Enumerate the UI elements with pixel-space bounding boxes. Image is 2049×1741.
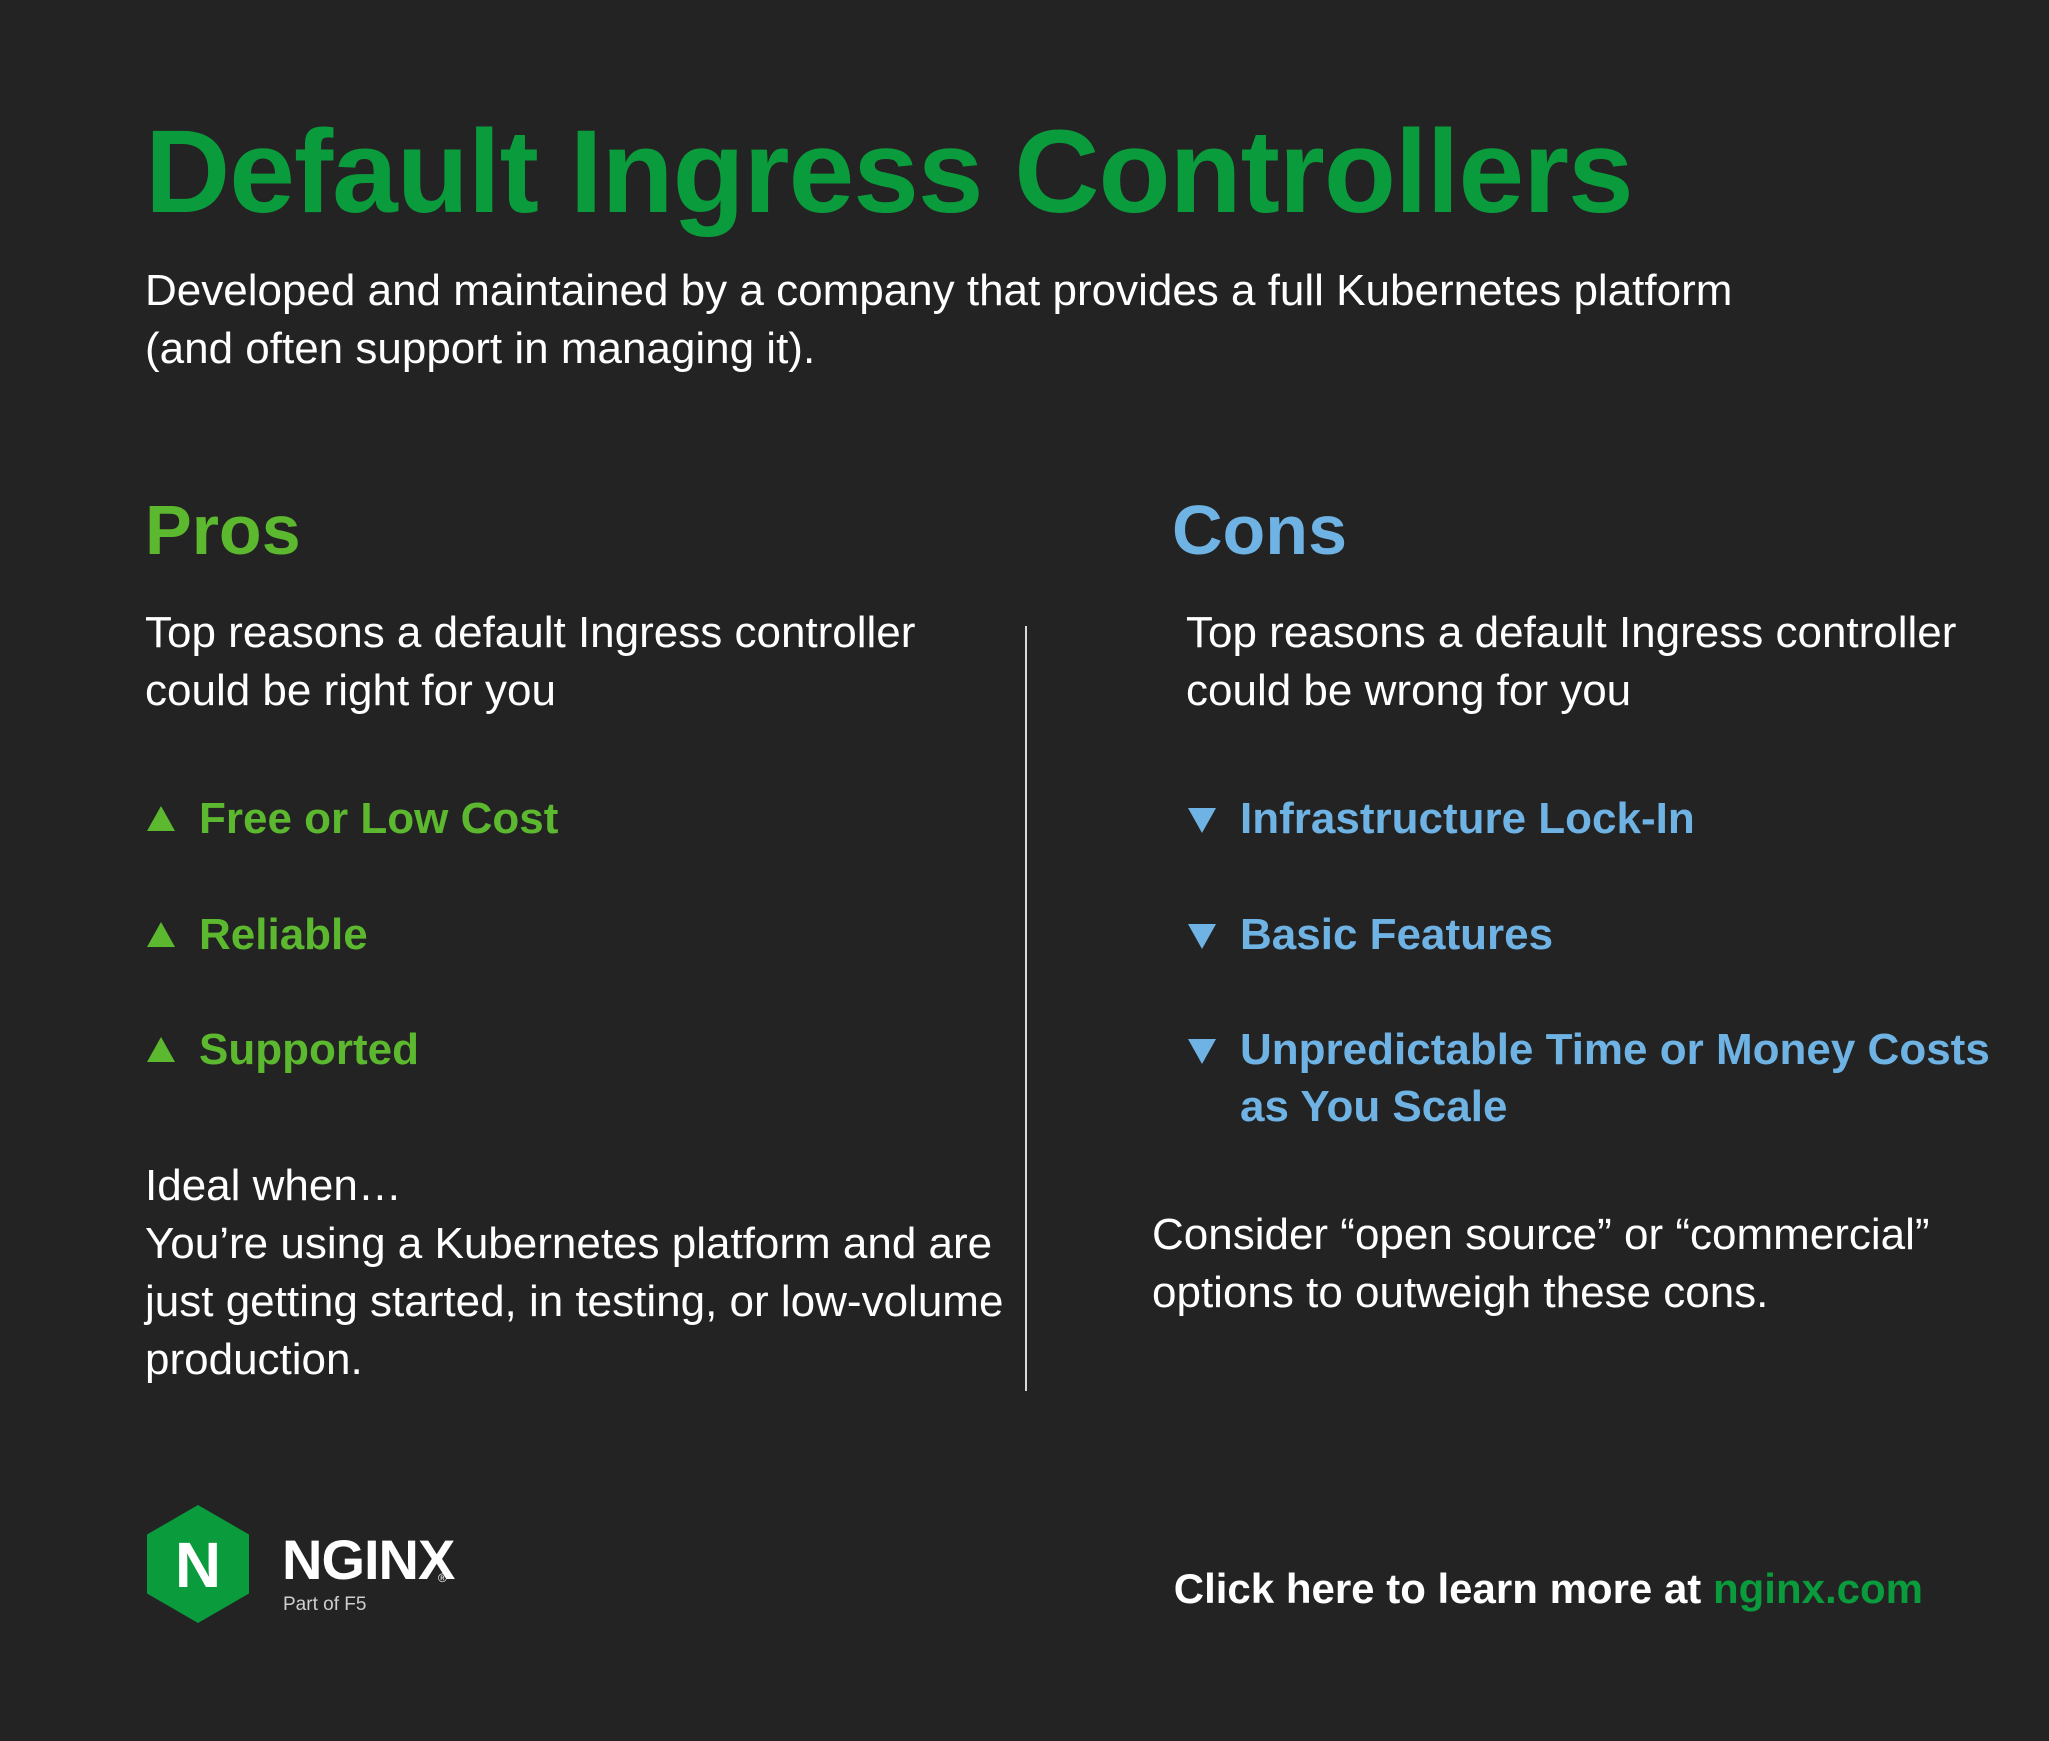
cta-link[interactable]: Click here to learn more at nginx.com [1174,1565,1923,1613]
cta-url[interactable]: nginx.com [1712,1565,1923,1612]
cons-item-label: Basic Features [1240,910,1554,959]
consider-text: Consider “open source” or “commercial” o… [1152,1210,1930,1317]
triangle-down-icon [1186,790,1240,847]
pros-item: Supported [145,1021,1005,1078]
pros-item: Reliable [145,906,1005,963]
cons-item-label: Infrastructure Lock-In [1240,794,1695,843]
triangle-up-icon [145,1021,199,1078]
cons-item-label: Unpredictable Time or Money Costs as You… [1240,1025,1990,1131]
logo-tagline: Part of F5 [283,1594,367,1615]
logo-wordmark: NGINX [282,1528,455,1591]
triangle-down-icon [1186,906,1240,963]
ideal-heading: Ideal when… [145,1161,402,1210]
page-subtitle: Developed and maintained by a company th… [145,266,1733,373]
logo-registered: ® [438,1571,447,1585]
cons-item: Basic Features [1186,906,2006,963]
pros-item-label: Free or Low Cost [199,794,559,843]
pros-intro: Top reasons a default Ingress controller… [145,608,916,715]
column-divider [1025,626,1027,1391]
cons-item: Unpredictable Time or Money Costs as You… [1186,1021,2006,1135]
cons-item: Infrastructure Lock-In [1186,790,2006,847]
ideal-text: You’re using a Kubernetes platform and a… [145,1219,1004,1384]
triangle-up-icon [145,790,199,847]
cons-heading: Cons [1172,491,1347,569]
ideal-when-block: Ideal when… You’re using a Kubernetes pl… [145,1157,1025,1389]
cons-intro: Top reasons a default Ingress controller… [1186,608,1957,715]
triangle-up-icon [145,906,199,963]
nginx-hexagon-icon: N [147,1505,249,1623]
logo-letter: N [175,1529,221,1601]
page-title: Default Ingress Controllers [145,106,1634,238]
pros-heading: Pros [145,491,301,569]
pros-item-label: Reliable [199,910,368,959]
pros-item-label: Supported [199,1025,419,1074]
pros-item: Free or Low Cost [145,790,1005,847]
triangle-down-icon [1186,1021,1240,1078]
cta-text: Click here to learn more at [1173,1565,1713,1612]
